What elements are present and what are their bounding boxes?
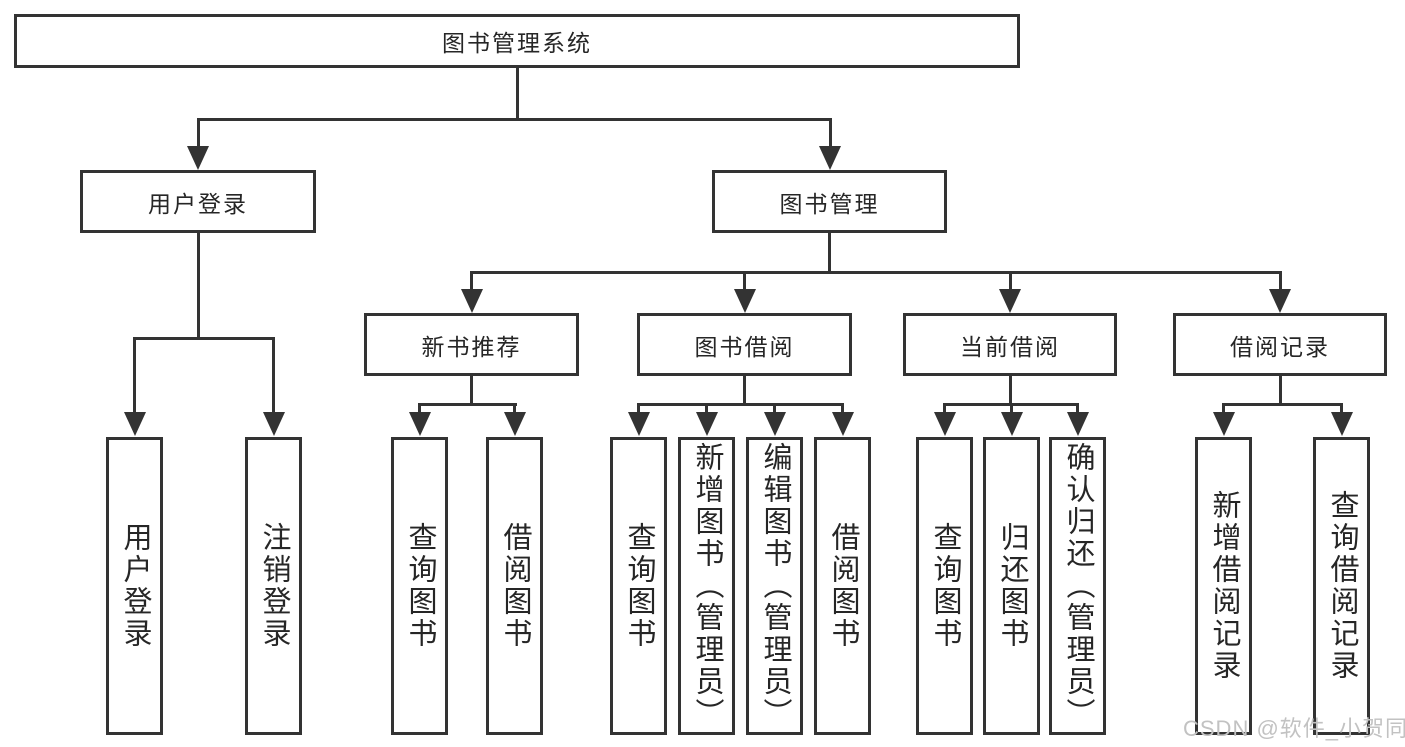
connector-line	[513, 406, 516, 414]
arrow-down-icon	[627, 412, 650, 436]
leaf-confirm-return-admin: 确认归还（管理员）	[1049, 437, 1106, 735]
connector-line	[637, 403, 844, 406]
connector-line	[418, 406, 421, 414]
connector-line	[515, 68, 519, 118]
arrow-down-icon	[999, 289, 1021, 313]
arrow-down-icon	[123, 412, 146, 436]
node-book-management-label: 图书管理	[779, 190, 880, 217]
leaf-add-books-admin-label: 新增图书（管理员）	[691, 442, 723, 730]
node-root-label: 图书管理系统	[442, 30, 592, 56]
connector-line	[1340, 406, 1343, 414]
node-borrowing-records: 借阅记录	[1173, 313, 1387, 376]
connector-line	[1222, 403, 1343, 406]
arrow-down-icon	[408, 412, 431, 436]
connector-line	[470, 274, 473, 290]
connector-line	[773, 406, 776, 414]
connector-line	[133, 337, 275, 340]
leaf-query-borrow-record: 查询借阅记录	[1313, 437, 1370, 735]
arrow-down-icon	[831, 412, 854, 436]
connector-line	[743, 274, 746, 290]
leaf-borrow-books-label: 借阅图书	[827, 522, 859, 650]
connector-line	[418, 403, 517, 406]
node-new-book-recommendation: 新书推荐	[364, 313, 579, 376]
arrow-down-icon	[1066, 412, 1089, 436]
connector-line	[828, 233, 831, 271]
leaf-confirm-return-admin-label: 确认归还（管理员）	[1062, 442, 1094, 730]
node-current-borrowing: 当前借阅	[903, 313, 1117, 376]
node-current-borrowing-label: 当前借阅	[960, 333, 1060, 360]
arrow-down-icon	[1212, 412, 1235, 436]
connector-line	[1010, 406, 1013, 414]
arrow-down-icon	[819, 146, 841, 170]
leaf-logout-label: 注销登录	[258, 522, 290, 650]
leaf-query-books-current: 查询图书	[916, 437, 973, 735]
connector-line	[841, 406, 844, 414]
node-borrowing-records-label: 借阅记录	[1230, 333, 1330, 360]
connector-line	[1278, 376, 1282, 403]
connector-line	[943, 403, 1079, 406]
arrow-down-icon	[503, 412, 526, 436]
leaf-borrow-books-recommend: 借阅图书	[486, 437, 543, 735]
leaf-add-borrow-record: 新增借阅记录	[1195, 437, 1252, 735]
arrow-down-icon	[187, 146, 209, 170]
arrow-down-icon	[733, 289, 756, 313]
arrow-down-icon	[460, 289, 483, 313]
leaf-return-books: 归还图书	[983, 437, 1040, 735]
connector-line	[943, 406, 946, 414]
connector-line	[1278, 274, 1282, 290]
leaf-user-login: 用户登录	[106, 437, 163, 735]
leaf-user-login-label: 用户登录	[119, 522, 151, 650]
node-user-login-label: 用户登录	[148, 190, 248, 217]
connector-line	[1076, 406, 1079, 414]
leaf-add-books-admin: 新增图书（管理员）	[678, 437, 735, 735]
leaf-add-borrow-record-label: 新增借阅记录	[1208, 490, 1240, 682]
arrow-down-icon	[695, 412, 718, 436]
connector-line	[470, 376, 473, 403]
leaf-query-books-borrowing-label: 查询图书	[623, 522, 655, 650]
arrow-down-icon	[1269, 289, 1291, 313]
csdn-watermark: CSDN @软件_小贺同学	[1183, 716, 1405, 741]
leaf-borrow-books: 借阅图书	[814, 437, 871, 735]
leaf-borrow-books-recommend-label: 借阅图书	[499, 522, 531, 650]
leaf-query-books-borrowing: 查询图书	[610, 437, 667, 735]
leaf-query-books-recommend: 查询图书	[391, 437, 448, 735]
node-book-borrowing: 图书借阅	[637, 313, 852, 376]
leaf-logout: 注销登录	[245, 437, 302, 735]
connector-line	[196, 233, 200, 337]
arrow-down-icon	[262, 412, 285, 436]
node-user-login: 用户登录	[80, 170, 316, 233]
connector-line	[470, 271, 1282, 274]
arrow-down-icon	[1000, 412, 1023, 436]
connector-line	[196, 121, 200, 148]
leaf-return-books-label: 归还图书	[996, 522, 1028, 650]
connector-line	[1008, 274, 1012, 290]
connector-line	[272, 340, 275, 414]
node-book-borrowing-label: 图书借阅	[694, 333, 795, 360]
connector-line	[637, 406, 640, 414]
connector-line	[1222, 406, 1225, 414]
leaf-query-borrow-record-label: 查询借阅记录	[1326, 490, 1358, 682]
leaf-edit-books-admin-label: 编辑图书（管理员）	[759, 442, 791, 730]
connector-line	[1008, 376, 1012, 403]
leaf-query-books-recommend-label: 查询图书	[404, 522, 436, 650]
arrow-down-icon	[763, 412, 786, 436]
connector-line	[743, 376, 746, 403]
leaf-edit-books-admin: 编辑图书（管理员）	[746, 437, 803, 735]
leaf-query-books-current-label: 查询图书	[929, 522, 961, 650]
arrow-down-icon	[933, 412, 956, 436]
connector-line	[196, 118, 832, 121]
connector-line	[828, 121, 832, 148]
connector-line	[705, 406, 708, 414]
arrow-down-icon	[1330, 412, 1353, 436]
node-root: 图书管理系统	[14, 14, 1020, 68]
connector-line	[133, 340, 136, 414]
node-book-management: 图书管理	[712, 170, 947, 233]
node-new-book-recommendation-label: 新书推荐	[421, 333, 522, 360]
